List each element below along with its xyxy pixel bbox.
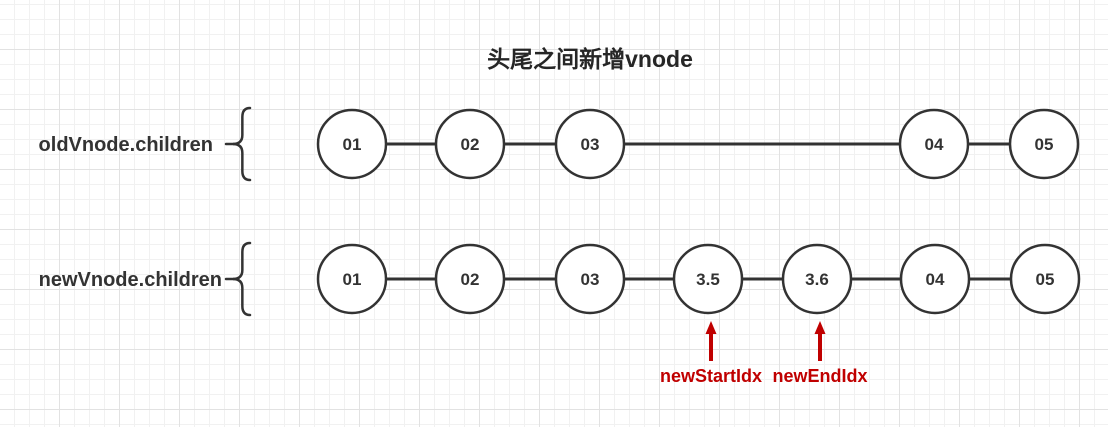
vnode-circle [899,243,971,315]
index-pointers: newStartIdx newEndIdx [660,321,868,386]
vnode-circle-label: 02 [461,270,480,289]
row-label: newVnode.children [39,269,222,291]
row-old-children: oldVnode.children 01 02 03 04 05 [39,106,1080,182]
vnode-circle [898,108,970,180]
vnode-circle-label: 04 [925,135,944,154]
vnode-circle [1008,108,1080,180]
vnode-circle-label: 01 [343,270,362,289]
vnode-circle [554,108,626,180]
pointer-label: newEndIdx [772,366,867,386]
vnode-circle-label: 04 [926,270,945,289]
vnode-circle-label: 05 [1035,135,1054,154]
arrow-up-icon [705,321,717,334]
vnode-circle-label: 3.6 [805,270,829,289]
row-new-children: newVnode.children 01 02 03 3.5 3.6 04 05 [39,241,1081,317]
pointer-newStartIdx: newStartIdx [660,321,762,386]
vnode-circle-label: 03 [581,135,600,154]
vnode-circle-label: 02 [461,135,480,154]
vnode-circle-label: 3.5 [696,270,720,289]
vnode-circle [554,243,626,315]
curly-brace [232,241,252,317]
vnode-circle [316,108,388,180]
pointer-label: newStartIdx [660,366,762,386]
arrow-up-icon [814,321,826,334]
curly-brace [232,106,252,182]
vnode-circle [316,243,388,315]
vnode-circle [672,243,744,315]
vnode-circle [1009,243,1081,315]
vnode-circle [434,243,506,315]
vnode-circle [434,108,506,180]
vnode-circle-label: 03 [581,270,600,289]
vnode-circle-label: 05 [1036,270,1055,289]
vnode-circle-label: 01 [343,135,362,154]
vnode-circle [781,243,853,315]
row-label: oldVnode.children [39,134,213,156]
diagram-title: 头尾之间新增vnode [487,46,693,72]
pointer-newEndIdx: newEndIdx [772,321,868,386]
